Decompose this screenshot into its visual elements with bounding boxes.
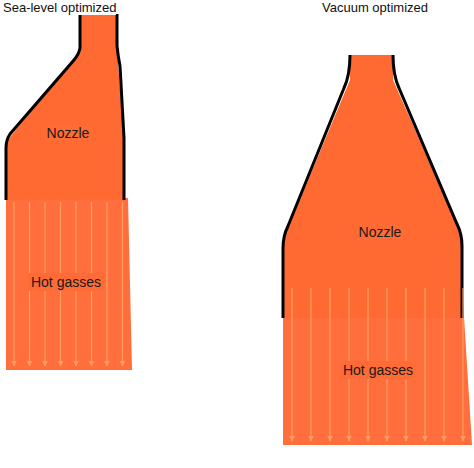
flow-arrow [122, 202, 123, 366]
nozzle-wall [283, 55, 350, 318]
flow-arrow [462, 288, 463, 441]
flow-arrow [329, 288, 330, 441]
exhaust-region: Hot gasses [24, 270, 108, 294]
gas-flow-arrows [292, 288, 463, 441]
nozzle-wall [6, 14, 80, 200]
nozzle-wall [393, 55, 462, 318]
flow-arrow [424, 288, 425, 441]
region-label: Nozzle [44, 124, 93, 142]
nozzle-fill [6, 14, 124, 200]
exhaust-region: Hot gasses [336, 358, 420, 382]
gas-flow-arrows [14, 202, 123, 366]
region-label: Nozzle [356, 223, 405, 241]
nozzle-region: Nozzle [40, 121, 97, 145]
region-label: Hot gasses [28, 273, 104, 291]
flow-arrow [310, 288, 311, 441]
nozzle-fill [283, 55, 462, 318]
flow-arrow [291, 288, 292, 441]
nozzle-region: Nozzle [352, 220, 409, 244]
exhaust-plume [6, 198, 132, 370]
flow-arrow [13, 202, 14, 366]
nozzle-wall [117, 14, 124, 200]
flow-arrow [443, 288, 444, 441]
heading-label: Sea-level optimized [3, 0, 116, 15]
flow-arrow [106, 202, 107, 366]
region-label: Hot gasses [340, 361, 416, 379]
heading-label: Vacuum optimized [322, 0, 428, 15]
